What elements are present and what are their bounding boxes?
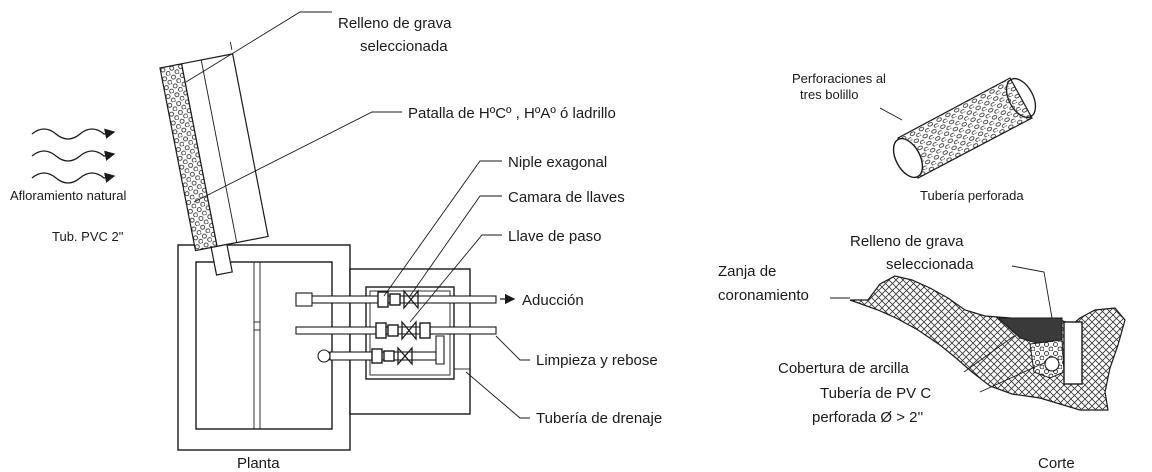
label-perforations-line2: tres bolillo	[800, 87, 859, 102]
section-view: Perforaciones al tres bolillo Tubería pe…	[718, 71, 1126, 472]
outflow-pipe	[295, 289, 497, 310]
label-gate-valve: Llave de paso	[508, 228, 601, 245]
label-screen-wall: Patalla de HºCº , HºAº ó ladrillo	[408, 105, 616, 122]
label-gravel-fill-line2: seleccionada	[360, 38, 448, 55]
label-pvc-pipe: Tub. PVC 2"	[52, 229, 124, 244]
gate-valve-1	[403, 289, 419, 310]
clean-overflow-pipe	[295, 320, 497, 341]
plan-leader-lines	[185, 11, 530, 419]
label-hex-nipple: Niple exagonal	[508, 154, 607, 171]
label-natural-spring: Afloramiento natural	[10, 188, 126, 203]
plan-caption: Planta	[237, 455, 280, 472]
perforated-pipe-detail	[879, 77, 1037, 179]
label-trench-line2: coronamiento	[718, 287, 809, 304]
pvc-inlet-pipe	[210, 243, 233, 276]
drain-pipe	[317, 335, 470, 370]
label-gravel-fill-line1: Relleno de grava	[338, 15, 452, 32]
label-valve-chamber: Camara de llaves	[508, 189, 625, 206]
label-section-pvc-line1: Tubería de PV C	[820, 385, 931, 402]
hex-nipple-1	[377, 291, 389, 308]
label-clean-overflow: Limpieza y rebose	[536, 352, 658, 369]
hex-nipple-3	[371, 348, 383, 364]
section-perforated-pipe	[1044, 356, 1060, 372]
soil-terrain	[849, 275, 1126, 411]
catchment-partition	[253, 262, 261, 429]
section-leader-lines	[830, 265, 1053, 393]
label-section-pvc-line2: perforada Ø > 2''	[812, 409, 923, 426]
label-perforations-line1: Perforaciones al	[792, 71, 886, 86]
plan-view: Relleno de grava seleccionada Patalla de…	[10, 11, 662, 472]
label-trench-line1: Zanja de	[718, 263, 776, 280]
section-screen-wall	[1063, 321, 1083, 385]
catchment-inner-chamber	[195, 261, 333, 430]
hex-nipple-2	[375, 322, 387, 339]
section-caption: Corte	[1038, 455, 1075, 472]
gate-valve-3	[397, 346, 413, 366]
label-section-gravel-line2: seleccionada	[886, 256, 974, 273]
label-section-gravel-line1: Relleno de grava	[850, 233, 964, 250]
gate-valve-2	[401, 320, 417, 341]
label-outflow: Aducción	[522, 292, 584, 309]
screen-wall	[159, 42, 269, 276]
label-perforated-pipe: Tubería perforada	[920, 188, 1024, 203]
perforated-pipe-end	[892, 137, 924, 179]
label-clay-cover: Cobertura de arcilla	[778, 360, 910, 377]
spring-flow-arrows	[31, 128, 116, 184]
label-drain-pipe: Tubería de drenaje	[536, 410, 662, 427]
screen-wall-body	[180, 53, 269, 248]
